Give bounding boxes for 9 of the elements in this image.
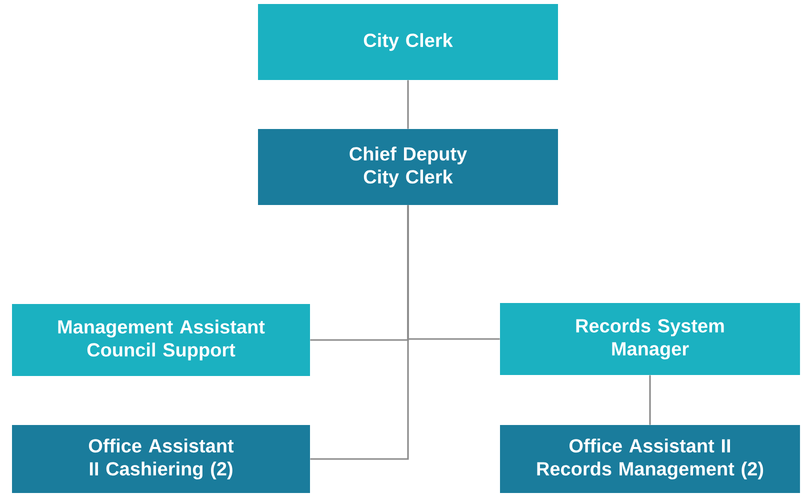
org-box: Office Assistant II Records Management (2) [500, 425, 800, 493]
org-box: City Clerk [258, 4, 558, 80]
org-box: Office Assistant II Cashiering (2) [12, 425, 310, 493]
connector-line [407, 80, 409, 129]
org-box: Chief Deputy City Clerk [258, 129, 558, 205]
connector-line [310, 205, 409, 460]
org-box: Management Assistant Council Support [12, 304, 310, 376]
connector-line [649, 375, 651, 425]
org-box: Records System Manager [500, 303, 800, 375]
